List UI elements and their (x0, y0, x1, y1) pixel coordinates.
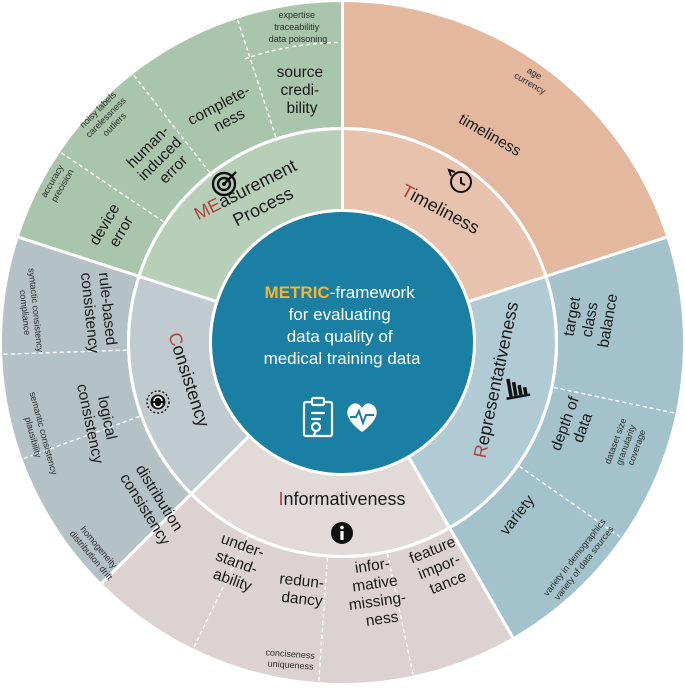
redundancy-line2: dancy (281, 589, 324, 610)
redundancy-sub1: conciseness (265, 647, 316, 660)
target-class-balance-line1: target (561, 295, 585, 338)
svg-text:source credi- bili: source credi- bility (277, 64, 328, 117)
cluster-source-credibility-subs: expertise traceabilitiy data poisoning (269, 10, 328, 44)
center-title: METRIC-framework for evaluating data qua… (264, 283, 421, 368)
cluster-rule-based-consistency: rule-based consistency (77, 270, 120, 355)
consistency-accent: C (164, 330, 187, 349)
informative-missingness-line4: ness (365, 608, 400, 629)
bar-chart-icon (506, 378, 531, 400)
center-line1-rest: -framework (330, 283, 416, 302)
target-icon (211, 171, 237, 197)
sync-icon (146, 390, 170, 414)
informative-missingness-line2: mative (351, 572, 399, 595)
svg-text:infor- mative miss: infor- mative missing- ness (343, 553, 414, 632)
source-credibility-sub-divider (244, 41, 338, 60)
center-accent-metric: METRIC (265, 283, 330, 302)
center-line3: data quality of (287, 327, 393, 346)
redundancy-sub2: uniqueness (267, 658, 314, 671)
mid-ring-separator (127, 127, 558, 558)
source-credibility-sub1: expertise (278, 10, 315, 20)
center-line4: medical training data (264, 349, 421, 368)
source-credibility-line2: credi- (280, 82, 319, 99)
svg-text:expertise traceabilitiy: expertise traceabilitiy data poisoning (269, 10, 328, 44)
heart-pulse-icon (347, 403, 377, 432)
cluster-redundancy: redun- dancy (277, 571, 330, 611)
clock-icon (447, 168, 472, 193)
informative-missingness-line1: infor- (354, 555, 391, 577)
cluster-redundancy-subs: conciseness uniqueness (264, 647, 317, 672)
representativeness-accent: R (470, 443, 492, 460)
cluster-informative-missingness: infor- mative missing- ness (343, 553, 414, 632)
info-icon (331, 522, 353, 544)
informativeness-accent: I (278, 489, 283, 509)
dividers (2, 18, 676, 682)
informativeness-dimension-label: Informativeness (278, 489, 405, 509)
svg-text:rule-based consistency: rule-based consistency (77, 270, 120, 354)
source-credibility-sub3: data poisoning (269, 34, 328, 44)
svg-text:conciseness uniqueness: conciseness uniqueness (264, 647, 317, 672)
source-credibility-sub2: traceabilitiy (274, 22, 320, 32)
clipboard-icon (302, 396, 334, 438)
center-line2: for evaluating (289, 305, 391, 324)
rule-based-consistency-sub2: compliance (18, 289, 33, 335)
svg-text:Informativeness: Informativeness (278, 489, 405, 509)
target-class-balance-line2: class (579, 301, 602, 339)
center-disc (209, 209, 476, 476)
informativeness-rest: nformativeness (283, 489, 405, 509)
cluster-source-credibility: source credi- bility (277, 64, 328, 117)
redundancy-line1: redun- (279, 571, 325, 593)
source-credibility-line1: source (277, 64, 324, 81)
svg-text:redun- dancy: redun- dancy (277, 571, 330, 611)
source-credibility-line3: bility (286, 100, 317, 117)
